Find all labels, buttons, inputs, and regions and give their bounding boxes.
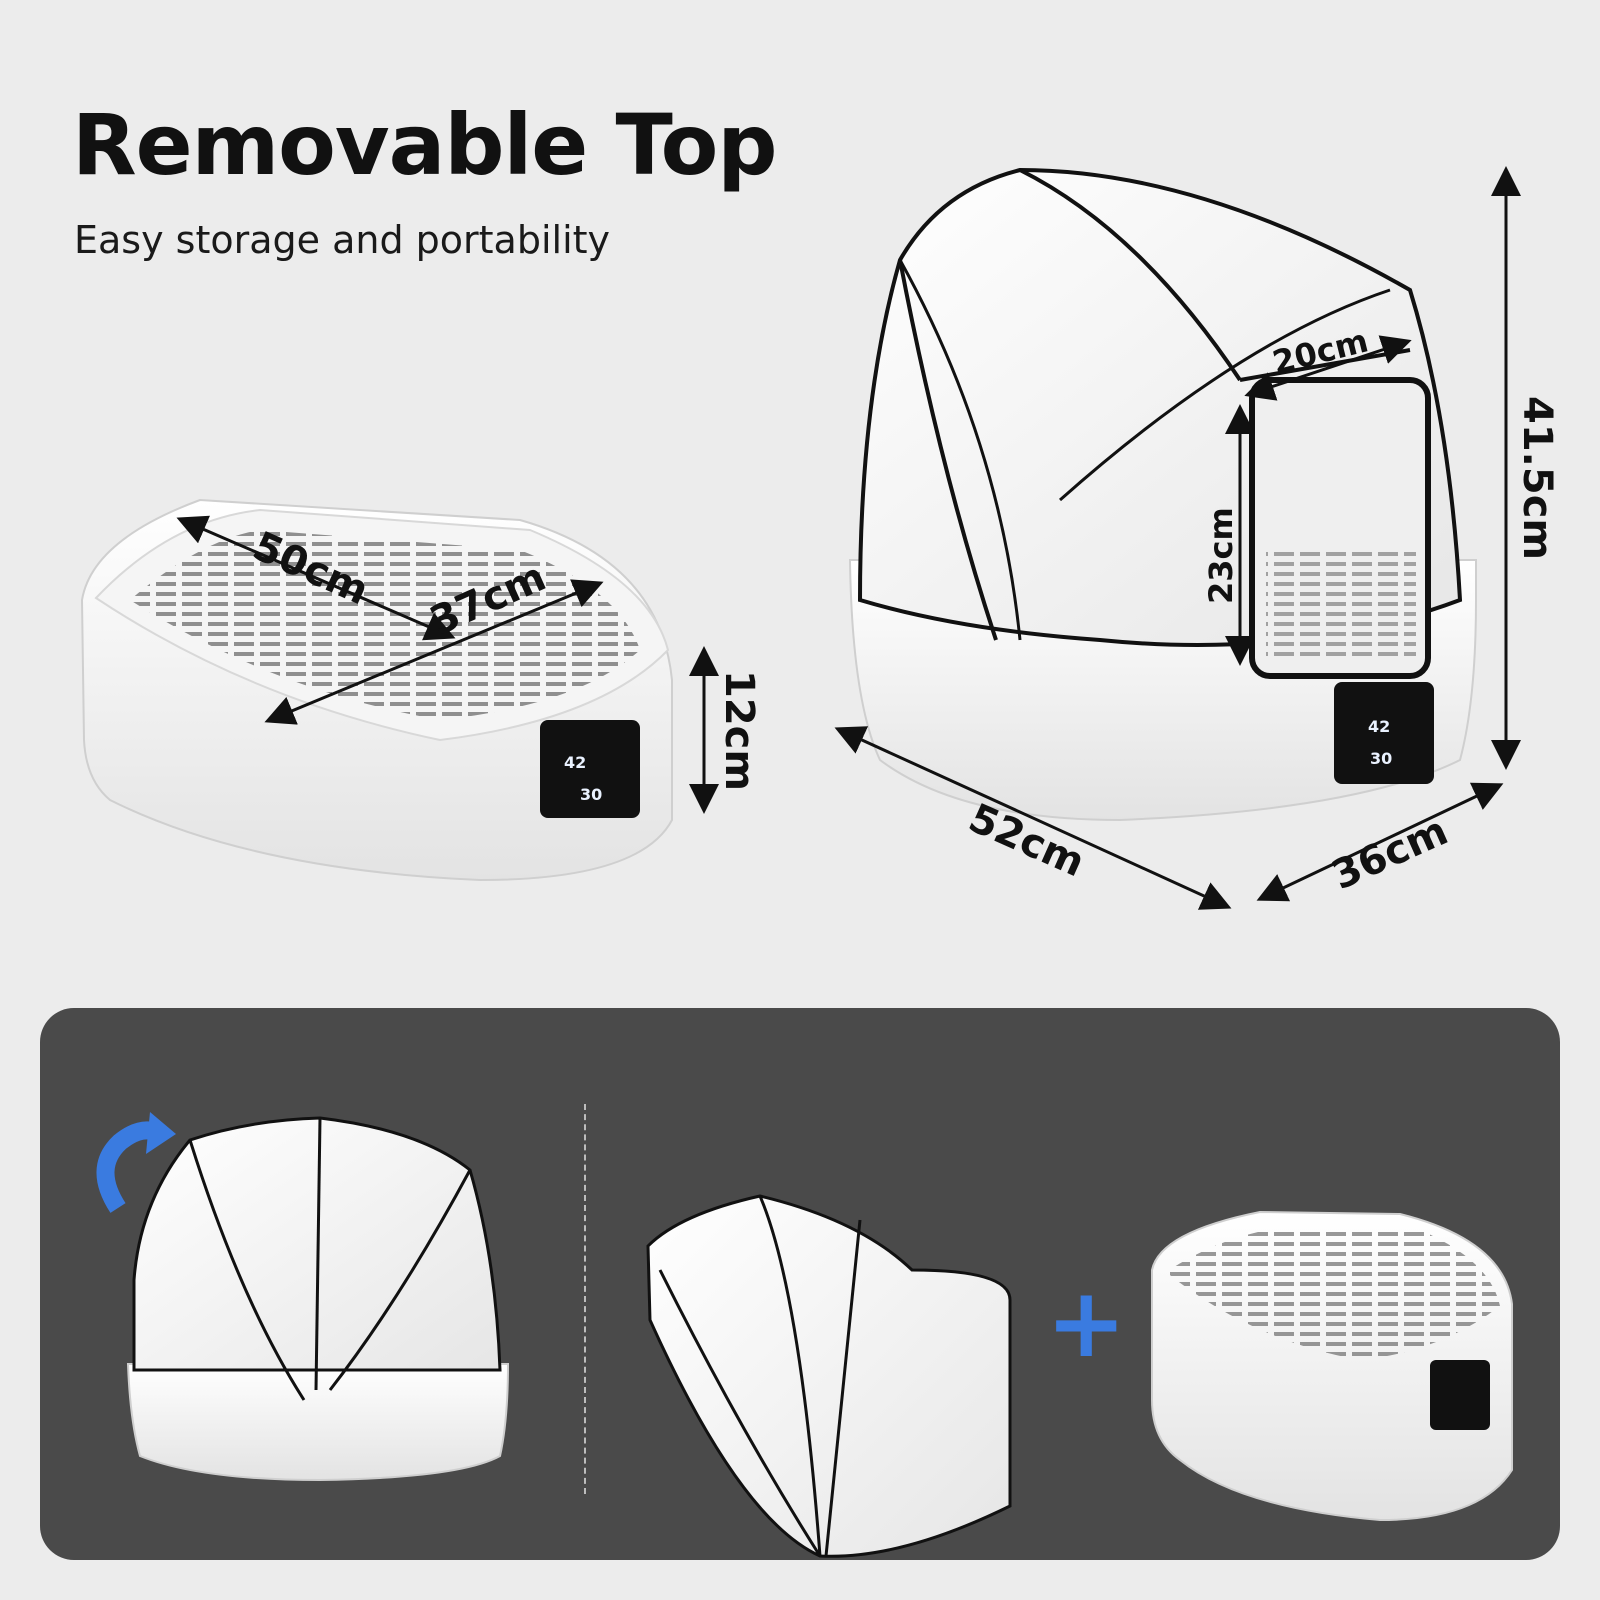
unit-control-panel [1334, 682, 1434, 784]
page-title: Removable Top [72, 96, 777, 194]
plus-icon: + [1046, 1267, 1126, 1379]
unit-display-temperature: 42 [1368, 717, 1390, 736]
unit-display-timer: 30 [1370, 749, 1392, 768]
tray-width-arrow [264, 579, 604, 725]
unit-width-label: 36cm [1325, 808, 1454, 899]
full-unit: 42 30 [848, 167, 1477, 822]
assembled-unit-side [126, 1116, 510, 1482]
rotate-arrow-icon [96, 1121, 160, 1213]
tray-display-timer: 30 [580, 785, 602, 804]
unit-height-label: 41.5cm [1514, 396, 1560, 560]
tray-display-temperature: 42 [564, 753, 586, 772]
panel-divider [584, 1104, 586, 1494]
door-height-label: 23cm [1202, 507, 1240, 604]
page-subtitle: Easy storage and portability [74, 218, 611, 262]
unit-length-arrow [834, 726, 1232, 910]
unit-width-arrow [1256, 782, 1504, 902]
tray-control-panel [540, 720, 640, 818]
door-width-arrow [1244, 335, 1412, 401]
removed-dome [646, 1194, 1012, 1558]
base-tray: 42 30 [80, 498, 673, 882]
detached-tray [1151, 1210, 1513, 1522]
tray-height-label: 12cm [716, 670, 762, 791]
